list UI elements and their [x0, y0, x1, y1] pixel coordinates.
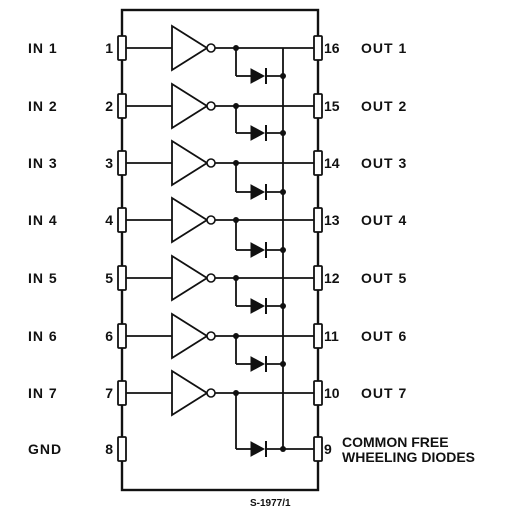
right-pin-tab-3 — [313, 150, 323, 176]
inverter-bubble-4 — [206, 215, 216, 225]
left-pin-tab-5 — [117, 265, 127, 291]
free-wheeling-diode-3 — [250, 184, 266, 200]
right-pin-label-line2: WHEELING DIODES — [342, 449, 475, 465]
inverter-symbol-4 — [171, 196, 209, 244]
right-pin-tab-8 — [313, 436, 323, 462]
left-pin-number: 8 — [105, 441, 113, 457]
right-pin-label: OUT 4 — [361, 212, 407, 228]
free-wheeling-diode-4 — [250, 242, 266, 258]
right-pin-label: OUT 6 — [361, 328, 407, 344]
right-pin-label: COMMON FREE — [342, 434, 449, 450]
left-pin-tab-3 — [117, 150, 127, 176]
left-pin-number: 5 — [105, 270, 113, 286]
inverter-bubble-6 — [206, 331, 216, 341]
right-pin-tab-1 — [313, 35, 323, 61]
right-pin-number: 9 — [324, 441, 332, 457]
inverter-symbol-7 — [171, 369, 209, 417]
right-pin-tab-2 — [313, 93, 323, 119]
right-pin-number: 10 — [324, 385, 340, 401]
inverter-bubble-1 — [206, 43, 216, 53]
right-pin-number: 13 — [324, 212, 340, 228]
right-pin-number: 11 — [324, 328, 339, 344]
left-pin-tab-8 — [117, 436, 127, 462]
right-pin-tab-5 — [313, 265, 323, 291]
left-pin-label: IN 6 — [28, 328, 58, 344]
right-pin-number: 12 — [324, 270, 340, 286]
right-pin-label: OUT 3 — [361, 155, 407, 171]
right-pin-label: OUT 2 — [361, 98, 407, 114]
free-wheeling-diode-1 — [250, 68, 266, 84]
right-pin-number: 14 — [324, 155, 340, 171]
left-pin-number: 3 — [105, 155, 113, 171]
internal-circuit — [117, 24, 323, 462]
left-pin-label: IN 5 — [28, 270, 58, 286]
ic-package-body — [120, 8, 320, 492]
inverter-symbol-2 — [171, 82, 209, 130]
inverter-bubble-2 — [206, 101, 216, 111]
left-pin-label: IN 7 — [28, 385, 58, 401]
left-pin-tab-1 — [117, 35, 127, 61]
left-pin-tab-4 — [117, 207, 127, 233]
left-pin-number: 2 — [105, 98, 113, 114]
right-pin-label: OUT 7 — [361, 385, 407, 401]
left-pin-label: IN 2 — [28, 98, 58, 114]
free-wheeling-diode-6 — [250, 356, 266, 372]
reference-code: S-1977/1 — [250, 498, 291, 509]
left-pin-label: IN 3 — [28, 155, 58, 171]
inverter-bubble-7 — [206, 388, 216, 398]
left-pin-number: 6 — [105, 328, 113, 344]
left-pin-number: 7 — [105, 385, 113, 401]
left-pin-label: GND — [28, 441, 62, 457]
right-pin-tab-6 — [313, 323, 323, 349]
left-pin-tab-2 — [117, 93, 127, 119]
inverter-bubble-5 — [206, 273, 216, 283]
inverter-symbol-1 — [171, 24, 209, 72]
free-wheeling-diode-5 — [250, 298, 266, 314]
right-pin-tab-4 — [313, 207, 323, 233]
inverter-symbol-6 — [171, 312, 209, 360]
left-pin-label: IN 1 — [28, 40, 58, 56]
right-pin-label: OUT 1 — [361, 40, 407, 56]
inverter-bubble-3 — [206, 158, 216, 168]
left-pin-tab-7 — [117, 380, 127, 406]
right-pin-tab-7 — [313, 380, 323, 406]
right-pin-label: OUT 5 — [361, 270, 407, 286]
right-pin-number: 15 — [324, 98, 340, 114]
left-pin-tab-6 — [117, 323, 127, 349]
inverter-symbol-5 — [171, 254, 209, 302]
free-wheeling-diode-7 — [250, 441, 266, 457]
left-pin-label: IN 4 — [28, 212, 58, 228]
left-pin-number: 1 — [105, 40, 113, 56]
free-wheeling-diode-2 — [250, 125, 266, 141]
right-pin-number: 16 — [324, 40, 340, 56]
inverter-symbol-3 — [171, 139, 209, 187]
left-pin-number: 4 — [105, 212, 113, 228]
